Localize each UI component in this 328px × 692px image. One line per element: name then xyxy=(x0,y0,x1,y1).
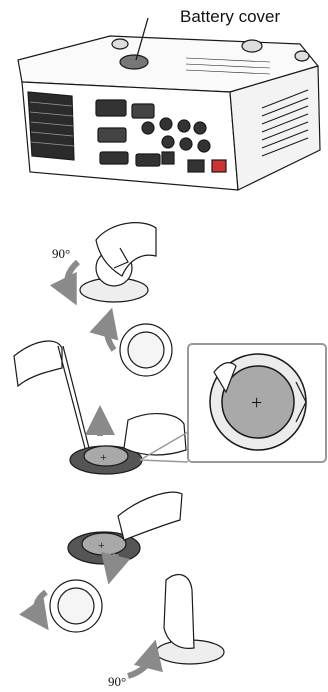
angle-label-top: 90° xyxy=(52,246,70,261)
rotate-ccw-arrow xyxy=(67,262,78,292)
battery-plus-insert: + xyxy=(98,538,105,552)
down-arrow xyxy=(112,554,116,570)
step-insert-battery xyxy=(68,492,182,564)
projector-illustration xyxy=(18,36,320,190)
battery-plus-large: + xyxy=(251,392,262,414)
battery-plus-small: + xyxy=(100,450,107,464)
step-close-cover xyxy=(50,575,224,664)
battery-cover-label: Battery cover xyxy=(180,7,280,26)
step-rotate-cover xyxy=(80,223,156,302)
battery-cover-shape xyxy=(120,55,148,69)
up-arrows xyxy=(100,322,114,436)
angle-label-bottom: 90° xyxy=(108,674,126,689)
